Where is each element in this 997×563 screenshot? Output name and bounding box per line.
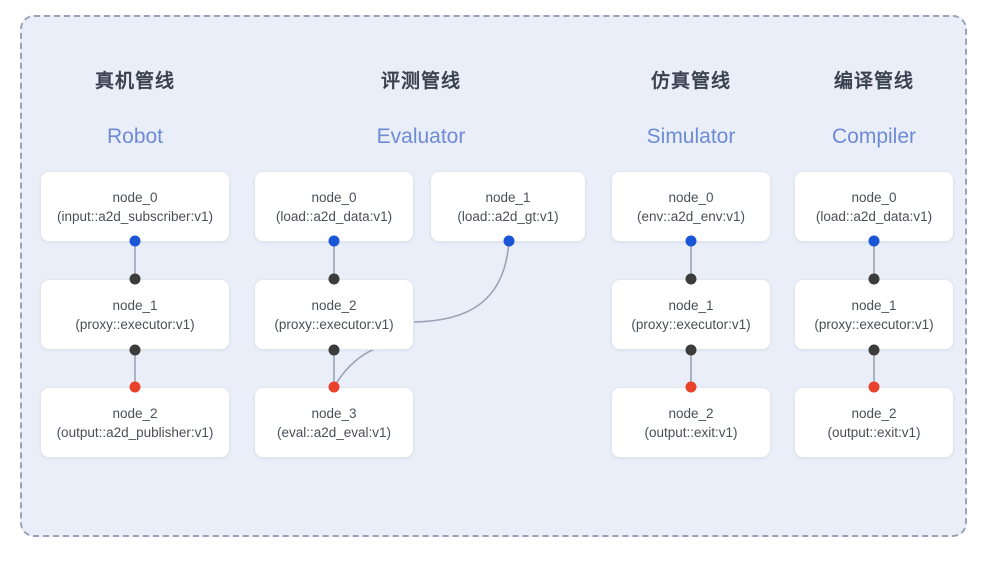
node-simulator-1[interactable]: node_1 (proxy::executor:v1) <box>611 279 771 350</box>
node-name: node_2 <box>112 405 158 421</box>
node-evaluator-3[interactable]: node_3 (eval::a2d_eval:v1) <box>254 387 414 458</box>
node-type: (env::a2d_env:v1) <box>636 208 746 224</box>
node-robot-2[interactable]: node_2 (output::a2d_publisher:v1) <box>40 387 230 458</box>
node-robot-0[interactable]: node_0 (input::a2d_subscriber:v1) <box>40 171 230 242</box>
node-type: (output::a2d_publisher:v1) <box>56 424 214 440</box>
port-in-compiler-1[interactable] <box>868 273 880 285</box>
node-name: node_0 <box>112 189 158 205</box>
node-evaluator-gt[interactable]: node_1 (load::a2d_gt:v1) <box>430 171 586 242</box>
diagram-frame <box>20 15 967 537</box>
node-type: (output::exit:v1) <box>827 424 921 440</box>
port-in-robot-2[interactable] <box>129 381 141 393</box>
node-type: (proxy::executor:v1) <box>75 316 195 332</box>
node-name: node_1 <box>112 297 158 313</box>
node-name: node_1 <box>485 189 531 205</box>
port-out-simulator-0[interactable] <box>685 235 697 247</box>
port-out-robot-0[interactable] <box>129 235 141 247</box>
node-simulator-2[interactable]: node_2 (output::exit:v1) <box>611 387 771 458</box>
column-title-en-robot: Robot <box>106 125 164 148</box>
node-name: node_0 <box>668 189 714 205</box>
node-type: (output::exit:v1) <box>644 424 738 440</box>
node-compiler-1[interactable]: node_1 (proxy::executor:v1) <box>794 279 954 350</box>
node-type: (input::a2d_subscriber:v1) <box>56 208 214 224</box>
node-name: node_2 <box>311 297 357 313</box>
node-compiler-0[interactable]: node_0 (load::a2d_data:v1) <box>794 171 954 242</box>
port-out-evaluator-0[interactable] <box>328 235 340 247</box>
node-name: node_1 <box>668 297 714 313</box>
port-out-evaluator-gt[interactable] <box>503 235 515 247</box>
port-in-robot-1[interactable] <box>129 273 141 285</box>
node-type: (load::a2d_data:v1) <box>815 208 933 224</box>
column-title-cn-robot: 真机管线 <box>94 71 175 92</box>
node-evaluator-0[interactable]: node_0 (load::a2d_data:v1) <box>254 171 414 242</box>
port-in-compiler-2[interactable] <box>868 381 880 393</box>
node-name: node_3 <box>311 405 357 421</box>
port-out-compiler-0[interactable] <box>868 235 880 247</box>
node-compiler-2[interactable]: node_2 (output::exit:v1) <box>794 387 954 458</box>
node-name: node_0 <box>851 189 897 205</box>
node-type: (load::a2d_data:v1) <box>275 208 393 224</box>
column-title-en-evaluator: Evaluator <box>376 125 466 148</box>
node-type: (proxy::executor:v1) <box>274 316 394 332</box>
column-title-cn-evaluator: 评测管线 <box>380 71 461 92</box>
port-out-compiler-1[interactable] <box>868 344 880 356</box>
port-out-simulator-1[interactable] <box>685 344 697 356</box>
node-type: (eval::a2d_eval:v1) <box>276 424 392 440</box>
port-in-simulator-2[interactable] <box>685 381 697 393</box>
node-name: node_1 <box>851 297 897 313</box>
port-out-robot-1[interactable] <box>129 344 141 356</box>
node-robot-1[interactable]: node_1 (proxy::executor:v1) <box>40 279 230 350</box>
column-title-cn-compiler: 编译管线 <box>833 71 914 92</box>
column-title-cn-simulator: 仿真管线 <box>650 71 731 92</box>
node-type: (load::a2d_gt:v1) <box>457 208 559 224</box>
node-name: node_0 <box>311 189 357 205</box>
column-title-en-simulator: Simulator <box>646 125 736 148</box>
node-evaluator-2[interactable]: node_2 (proxy::executor:v1) <box>254 279 414 350</box>
column-title-en-compiler: Compiler <box>831 125 917 148</box>
node-type: (proxy::executor:v1) <box>631 316 751 332</box>
node-name: node_2 <box>851 405 897 421</box>
node-simulator-0[interactable]: node_0 (env::a2d_env:v1) <box>611 171 771 242</box>
port-in-evaluator-2[interactable] <box>328 273 340 285</box>
node-name: node_2 <box>668 405 714 421</box>
port-out-evaluator-2[interactable] <box>328 344 340 356</box>
port-in-simulator-1[interactable] <box>685 273 697 285</box>
node-type: (proxy::executor:v1) <box>814 316 934 332</box>
port-in-evaluator-3[interactable] <box>328 381 340 393</box>
